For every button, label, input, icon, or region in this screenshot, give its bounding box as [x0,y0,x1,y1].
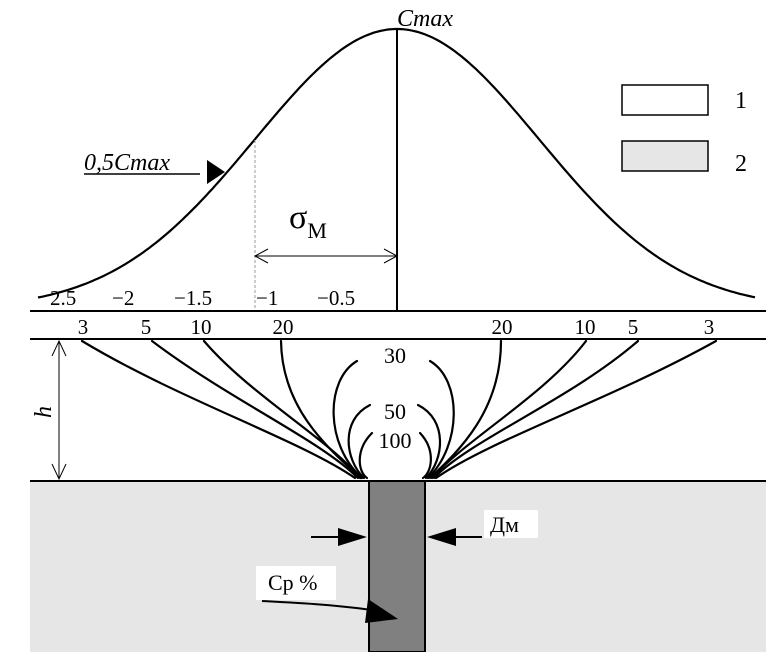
inner-label: 50 [384,399,406,424]
band-label: 3 [78,315,89,339]
isoline-3-right [434,339,718,480]
legend-swatch-2 [621,140,709,172]
isoline-50-left [347,403,372,480]
band-label: 3 [704,315,715,339]
band-label: 5 [141,315,152,339]
height-dimension-arrow [51,339,67,481]
isoline-10-right [430,339,588,480]
isoline-100-right [418,431,432,480]
isoline-100-left [358,431,374,480]
peak-label: Cmax [397,6,453,32]
legend: 1 2 [621,84,747,177]
inner-label: 30 [384,343,406,368]
isoline-30-right [426,359,455,480]
dm-right-arrow-icon [427,528,456,546]
half-max-label: 0,5Cmax [84,150,170,176]
band-label: 10 [575,315,596,339]
isoline-20-right [428,339,503,480]
legend-label-1: 1 [735,88,747,114]
dm-label-box [484,510,538,538]
dm-label: Дм [490,512,519,537]
band-labels: 3 5 10 20 20 10 5 3 [78,315,715,339]
legend-swatch-1 [621,84,709,116]
x-tick-label: −2 [112,286,134,310]
height-label: h [31,406,57,418]
cp-pointer-arrow-icon [365,599,398,623]
stack [368,480,426,652]
band-label: 20 [273,315,294,339]
cp-pointer-line [261,600,379,612]
x-tick-label: 2.5 [50,286,76,310]
sigma-label: σM [289,199,327,243]
x-tick-labels: 2.5 −2 −1.5 −1 −0.5 [50,286,355,310]
legend-label-2: 2 [735,151,747,177]
isoline-5-left [150,339,360,480]
cp-label-box [256,566,336,600]
band-label: 20 [492,315,513,339]
cp-label: Ср % [268,570,318,595]
isoline-5-right [432,339,640,480]
inner-label: 100 [379,428,412,453]
inner-labels: 30 50 100 [379,343,412,453]
isoline-30-left [332,359,364,480]
dm-arrows [311,528,482,546]
isoline-50-right [416,403,442,480]
isoline-3-left [80,339,357,480]
x-tick-label: −1 [256,286,278,310]
isolines [80,339,718,480]
x-tick-label: −0.5 [317,286,355,310]
x-tick-label: −1.5 [174,286,212,310]
band-label: 5 [628,315,639,339]
dm-left-arrow-icon [338,528,367,546]
half-max-arrow-icon [207,160,225,184]
band-label: 10 [191,315,212,339]
sigma-dimension-arrow [253,248,399,264]
isoline-20-left [279,339,363,480]
